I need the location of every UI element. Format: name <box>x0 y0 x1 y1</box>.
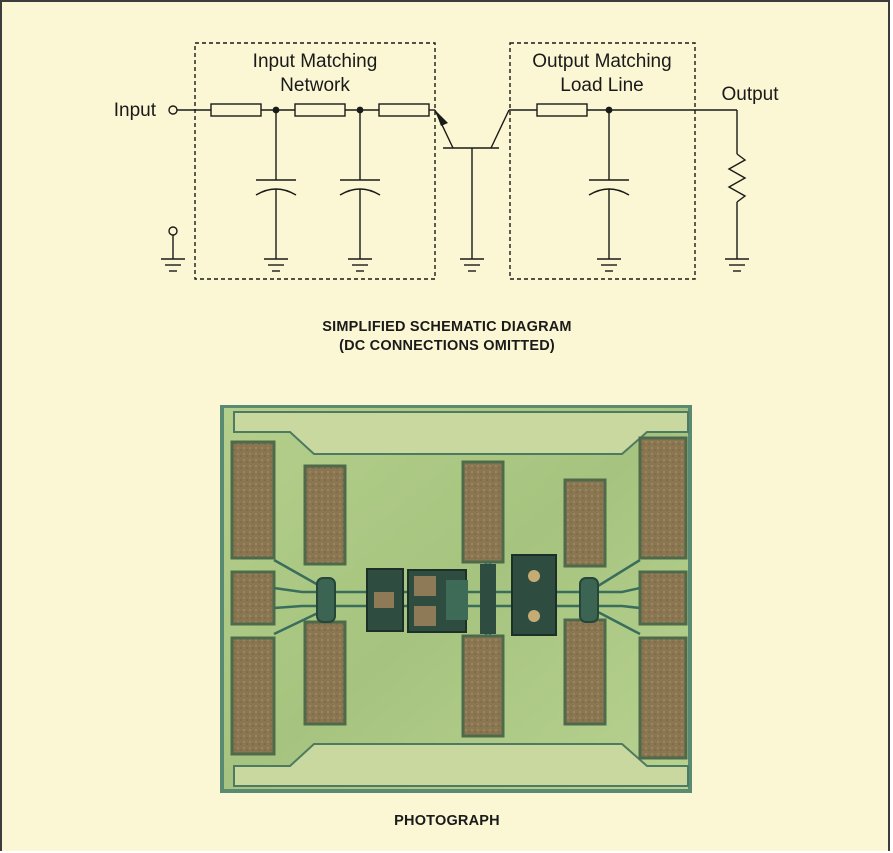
input-resistor-1 <box>210 103 262 117</box>
schematic-caption-line1: SIMPLIFIED SCHEMATIC DIAGRAM <box>322 319 572 335</box>
input-network-label-line2: Network <box>280 75 350 96</box>
output-network-label-line1: Output Matching <box>532 51 671 72</box>
chip-photograph <box>220 405 692 793</box>
output-resistor <box>536 103 588 117</box>
output-network-label-line2: Load Line <box>560 75 643 96</box>
output-label: Output <box>721 84 779 105</box>
transistor-symbol <box>434 109 510 272</box>
load-resistor <box>727 153 747 203</box>
input-label: Input <box>114 100 157 121</box>
input-network-label-line1: Input Matching <box>253 51 378 72</box>
input-network-box <box>194 42 436 280</box>
ground-terminal <box>168 226 178 236</box>
schematic-caption-line2: (DC CONNECTIONS OMITTED) <box>339 338 555 354</box>
input-terminal <box>168 105 178 115</box>
input-resistor-2 <box>294 103 346 117</box>
input-resistor-3 <box>378 103 430 117</box>
photograph-caption: PHOTOGRAPH <box>394 813 500 829</box>
output-network-box <box>509 42 696 280</box>
